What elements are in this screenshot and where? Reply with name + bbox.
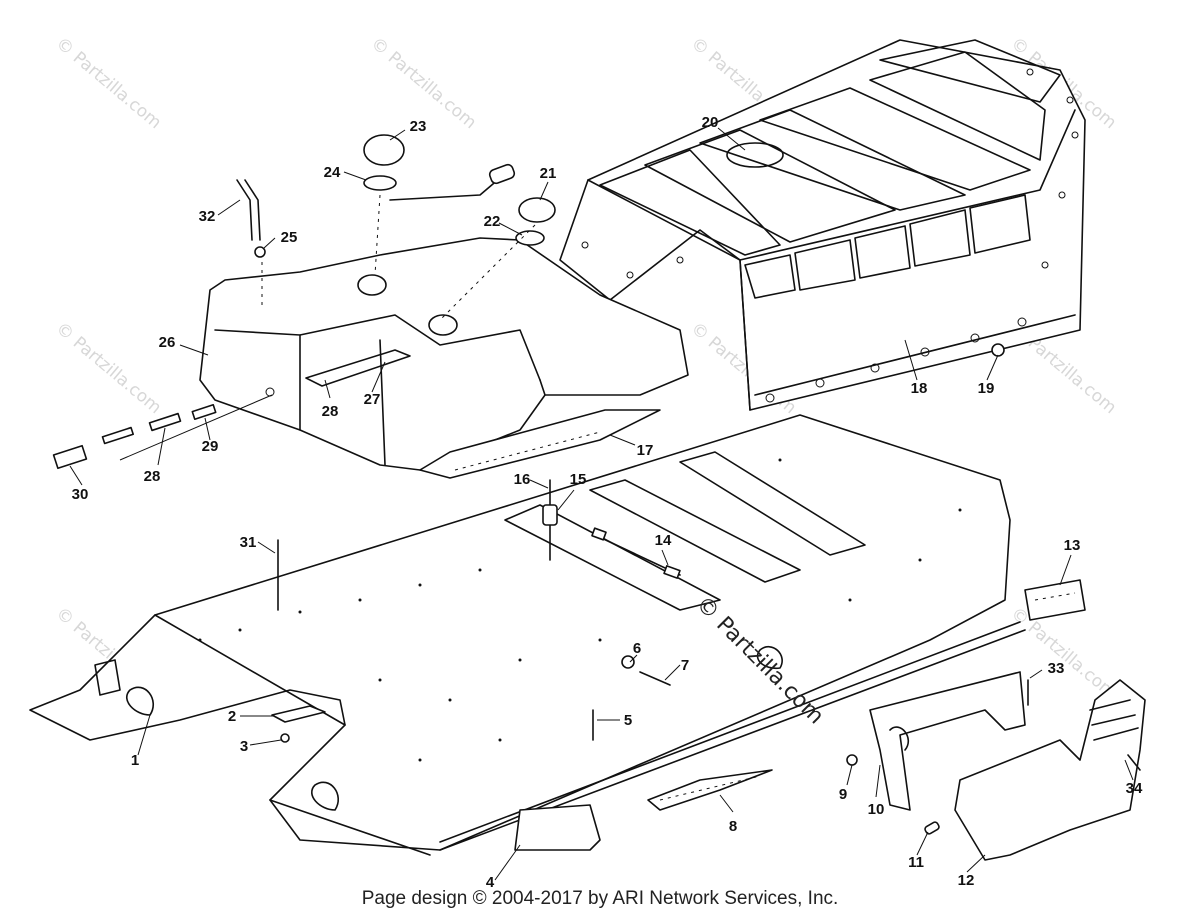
- callout-4: 4: [486, 874, 495, 891]
- callout-22: 22: [484, 213, 501, 230]
- callout-2: 2: [228, 708, 236, 725]
- callout-19: 19: [978, 380, 995, 397]
- callout-34: 34: [1126, 780, 1143, 797]
- callout-32: 32: [199, 208, 216, 225]
- callout-6: 6: [633, 640, 641, 657]
- footer-copyright: Page design © 2004-2017 by ARI Network S…: [361, 888, 839, 909]
- callout-18: 18: [911, 380, 928, 397]
- watermark: © Partzilla.com: [52, 34, 165, 134]
- callout-21: 21: [540, 165, 557, 182]
- callout-28b: 28: [144, 468, 161, 485]
- callout-17: 17: [637, 442, 654, 459]
- callout-16: 16: [514, 471, 531, 488]
- callout-20: 20: [702, 114, 719, 131]
- watermark: © Partzilla.com: [1007, 604, 1120, 704]
- callout-10: 10: [868, 801, 885, 818]
- callout-24: 24: [324, 164, 341, 181]
- callout-26: 26: [159, 334, 176, 351]
- belly-pan-assembly: [29, 414, 1026, 856]
- callout-28: 28: [322, 403, 339, 420]
- fuel-tank-assembly: [199, 237, 689, 479]
- callout-13: 13: [1064, 537, 1081, 554]
- fuel-line-parts: [52, 134, 556, 470]
- watermark: © Partzilla.com: [52, 319, 165, 419]
- callout-12: 12: [958, 872, 975, 889]
- callout-25: 25: [281, 229, 298, 246]
- callout-9: 9: [839, 786, 847, 803]
- callout-30: 30: [72, 486, 89, 503]
- callout-15: 15: [570, 471, 587, 488]
- callout-23: 23: [410, 118, 427, 135]
- callout-5: 5: [624, 712, 632, 729]
- seat-assembly: [559, 39, 1086, 411]
- rear-parts-assembly: [846, 579, 1146, 861]
- callout-3: 3: [240, 738, 248, 755]
- callout-29: 29: [202, 438, 219, 455]
- callout-7: 7: [681, 657, 689, 674]
- callout-14: 14: [655, 532, 672, 549]
- callout-27: 27: [364, 391, 381, 408]
- callout-1: 1: [131, 752, 139, 769]
- callout-11: 11: [908, 854, 924, 871]
- callout-labels: 1 2 3 4 5 6 7 8 9 10 11 12 13 14 15 16 1…: [72, 114, 1143, 891]
- callout-8: 8: [729, 818, 737, 835]
- callout-31: 31: [240, 534, 257, 551]
- callout-33: 33: [1048, 660, 1065, 677]
- callout-leaders: [69, 127, 1134, 881]
